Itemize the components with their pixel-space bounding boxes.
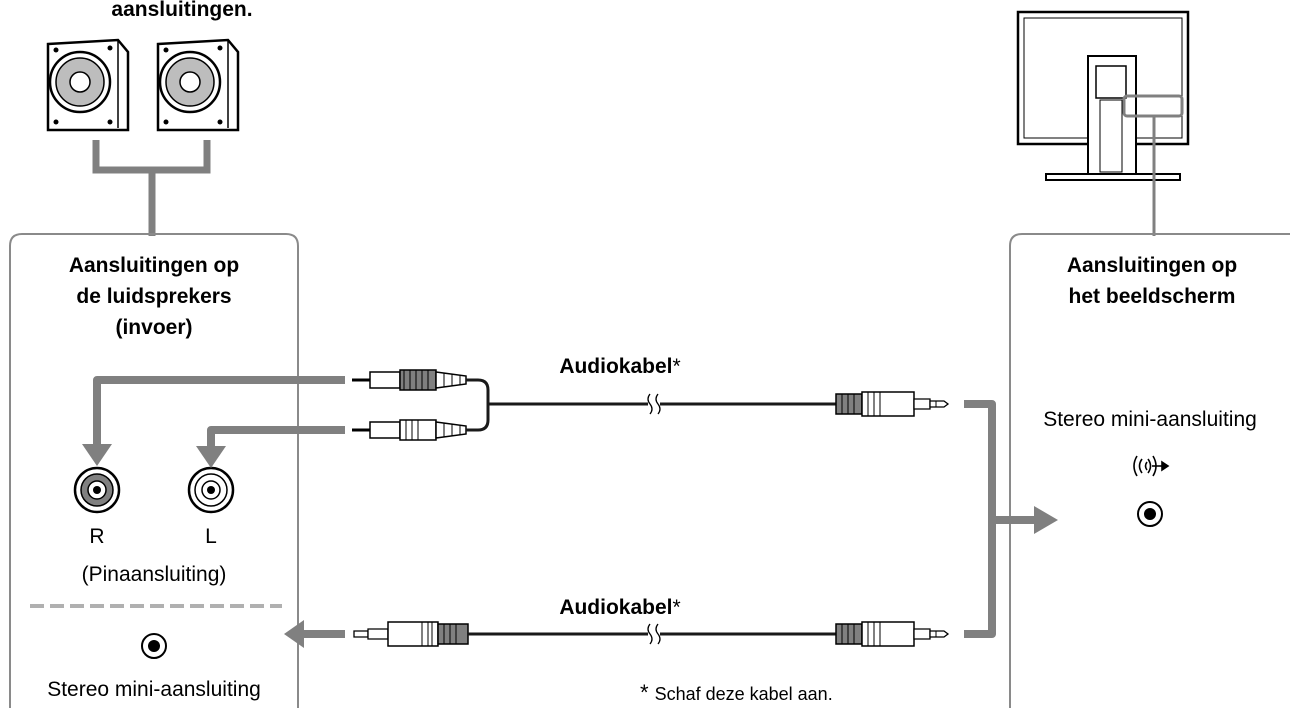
audio-out-symbol-icon [1133, 455, 1170, 477]
speaker-link-line [92, 140, 211, 236]
top-caption: aansluitingen. [111, 0, 252, 21]
mini-jack-right-icon [1137, 501, 1163, 527]
monitor-output-panel [1009, 233, 1290, 708]
cable-bottom-name: Audiokabel [559, 596, 672, 619]
footnote-text: Schaf deze kabel aan. [655, 684, 833, 704]
arrow-to-r-jack [82, 376, 345, 466]
left-mini-caption: Stereo mini-aansluiting [47, 678, 261, 701]
cable-bottom-label: Audiokabel* [559, 596, 680, 619]
speaker-right-icon [156, 38, 240, 132]
audio-cable-bottom [353, 621, 950, 647]
right-panel-title-line-1: Aansluitingen op [1067, 254, 1237, 277]
cable-top-mark: * [673, 355, 681, 378]
arrow-to-left-mini-jack [284, 620, 345, 648]
cable-top-name: Audiokabel [559, 355, 672, 378]
footnote: * Schaf deze kabel aan. [640, 680, 833, 705]
bracket-arrow-to-monitor [964, 400, 1058, 638]
right-mini-caption: Stereo mini-aansluiting [1043, 408, 1257, 431]
cable-top-label: Audiokabel* [559, 355, 680, 378]
audio-cable-top [352, 369, 950, 441]
left-panel-title-line-1: Aansluitingen op [69, 254, 239, 277]
left-panel-title-line-3: (invoer) [115, 316, 192, 339]
speaker-left-icon [46, 38, 130, 132]
monitor-icon [1016, 10, 1190, 181]
arrow-to-l-jack [196, 426, 345, 468]
rca-jack-left-icon [187, 466, 235, 514]
left-panel-title-line-2: de luidsprekers [76, 285, 231, 308]
footnote-mark: * [640, 680, 649, 705]
right-panel-title-line-2: het beeldscherm [1069, 285, 1236, 308]
jack-right-label: R [89, 525, 104, 548]
jack-left-label: L [205, 525, 217, 548]
speaker-input-panel [9, 233, 299, 708]
rca-jack-right-icon [73, 466, 121, 514]
pin-caption: (Pinaansluiting) [82, 563, 227, 586]
cable-bottom-mark: * [673, 596, 681, 619]
mini-jack-left-icon [141, 633, 167, 659]
